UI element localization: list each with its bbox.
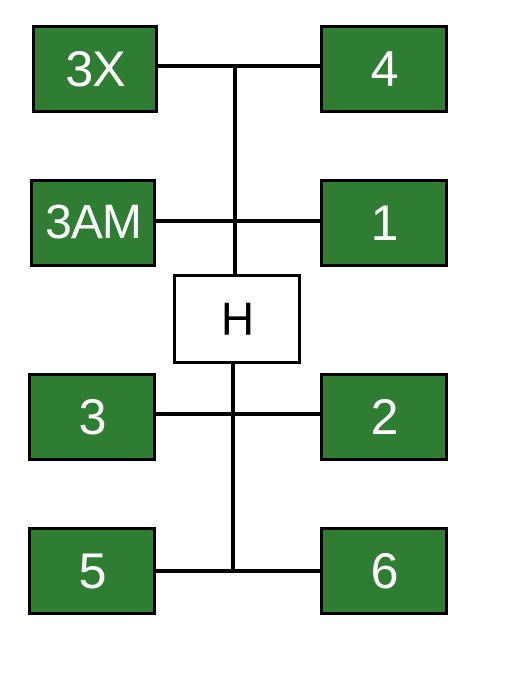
node-3x: 3X: [32, 25, 158, 113]
node-2: 2: [320, 373, 448, 461]
node-6: 6: [320, 527, 448, 615]
node-3: 3: [28, 373, 156, 461]
node-3am: 3AM: [30, 179, 156, 267]
node-5: 5: [28, 527, 156, 615]
node-1: 1: [320, 179, 448, 267]
node-4: 4: [320, 25, 448, 113]
node-h: H: [173, 274, 301, 364]
